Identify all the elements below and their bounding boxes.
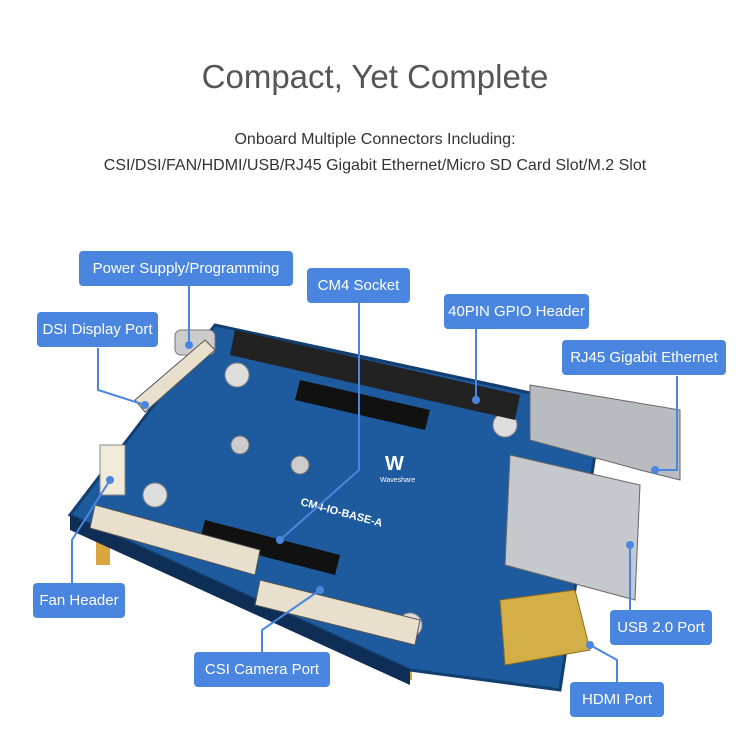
rj45-jack [529,384,681,481]
label-usb-port: USB 2.0 Port [610,610,712,645]
gpio-header [230,330,520,420]
label-dsi-port: DSI Display Port [37,312,158,347]
leader-lines [71,286,678,682]
mounting-hole [290,455,310,475]
hdmi-port [499,589,591,666]
pcb-edge [70,515,410,685]
cm4-socket [295,380,430,430]
usb-ports [504,454,641,601]
subtitle-line1: Onboard Multiple Connectors Including: [234,131,516,148]
label-hdmi-port: HDMI Port [570,682,664,717]
waveshare-brand-text: Waveshare [380,477,415,484]
label-gpio-header: 40PIN GPIO Header [444,294,589,329]
page-title: Compact, Yet Complete [201,58,549,95]
waveshare-logo: W [385,453,404,475]
csi-connector [254,579,421,646]
fan-header [99,444,126,496]
mounting-hole [142,482,168,508]
mounting-hole [224,362,250,388]
csi-connector [89,504,261,576]
label-cm4-socket: CM4 Socket [307,268,410,303]
dsi-connector [134,339,216,413]
label-rj45: RJ45 Gigabit Ethernet [562,340,726,375]
cm4-socket [200,520,340,575]
leader-dots [106,341,659,649]
label-power-supply: Power Supply/Programming [79,251,293,286]
label-fan-header: Fan Header [33,583,125,618]
subtitle-line2: CSI/DSI/FAN/HDMI/USB/RJ45 Gigabit Ethern… [103,157,647,174]
label-csi-port: CSI Camera Port [194,652,330,687]
mounting-hole [230,435,250,455]
